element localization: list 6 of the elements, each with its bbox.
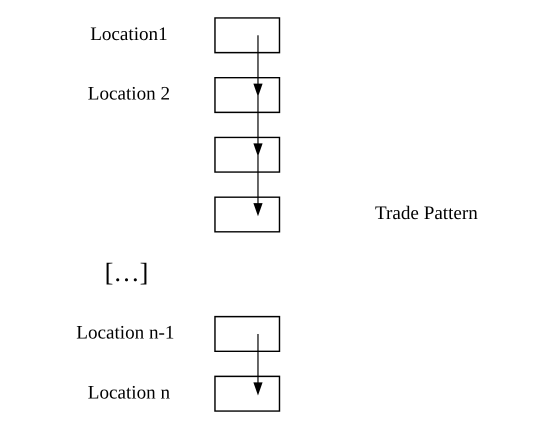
node-label: Location1 <box>90 23 168 44</box>
node-label: Location n-1 <box>76 322 174 344</box>
node-label: Location n <box>87 382 170 403</box>
node-label: Location 2 <box>87 83 170 104</box>
label: Trade Pattern <box>374 202 478 224</box>
label: […] <box>104 257 148 286</box>
